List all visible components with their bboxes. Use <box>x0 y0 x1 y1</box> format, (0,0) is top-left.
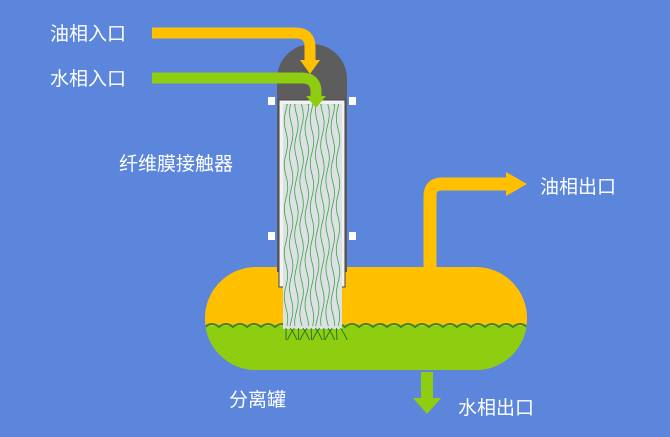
fiber-tail <box>340 327 348 341</box>
fiber-tails <box>285 327 348 341</box>
fiber-strand <box>325 104 330 327</box>
water-inlet-arrow <box>152 72 326 108</box>
fiber-tail <box>335 327 338 341</box>
fiber-strand <box>309 104 315 327</box>
oil-outlet-arrow <box>423 172 527 270</box>
fiber-tail <box>299 327 308 341</box>
fiber-strand <box>288 104 294 327</box>
oil-outlet-label: 油相出口 <box>540 176 617 198</box>
flange-tab <box>349 97 356 105</box>
fiber-bundle <box>283 104 342 329</box>
fiber-tail <box>302 327 311 341</box>
fiber-strand <box>330 104 336 327</box>
fiber-tail <box>286 327 295 341</box>
fiber-strands <box>283 104 341 327</box>
fiber-strand <box>299 104 304 327</box>
fiber-tail <box>324 327 333 341</box>
flange-tab <box>268 97 275 105</box>
water-phase <box>205 326 527 370</box>
contactor-label: 纤维膜接触器 <box>119 153 234 175</box>
fiber-strand <box>304 104 310 327</box>
fiber-strand <box>283 104 289 327</box>
separator-label: 分离罐 <box>229 389 287 411</box>
flange-tab <box>268 232 275 240</box>
fiber-tail <box>327 327 336 341</box>
flange-tab <box>349 232 356 240</box>
phase-interface <box>205 323 527 329</box>
fiber-strand <box>320 104 325 327</box>
contactor-column <box>268 44 356 341</box>
fiber-tail <box>315 327 323 341</box>
separator-vessel <box>205 267 527 370</box>
water-outlet-arrow <box>413 372 441 414</box>
oil-inlet-label: 油相入口 <box>50 23 127 45</box>
oil-inlet-arrow <box>152 27 320 74</box>
fiber-strand <box>294 104 299 327</box>
water-inlet-label: 水相入口 <box>50 68 127 90</box>
fiber-tail <box>289 327 298 341</box>
fiber-strand <box>314 104 320 327</box>
fiber-tail <box>312 327 320 341</box>
water-outlet-label: 水相出口 <box>458 397 535 419</box>
fiber-strand <box>335 104 341 327</box>
